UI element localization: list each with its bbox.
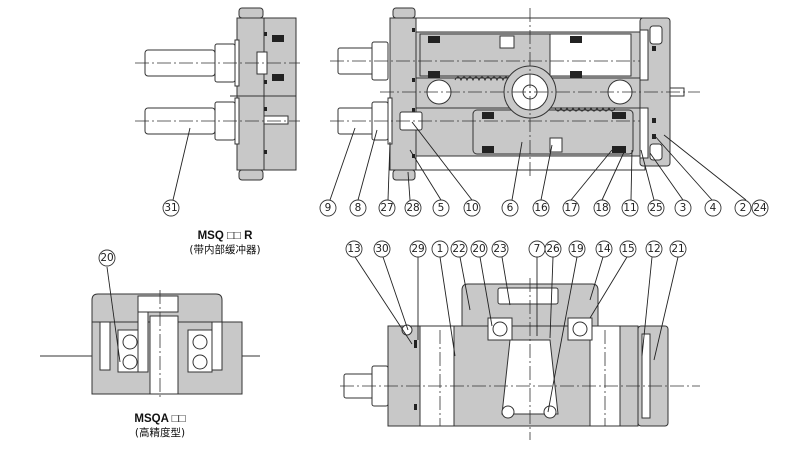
callout-30: 30	[373, 240, 391, 258]
callout-5: 5	[432, 199, 450, 217]
svg-text:28: 28	[406, 202, 419, 214]
svg-text:3: 3	[680, 202, 687, 214]
svg-text:20: 20	[100, 252, 113, 264]
callout-14: 14	[595, 240, 613, 258]
callout-3: 3	[674, 199, 692, 217]
callout-10: 10	[463, 199, 481, 217]
callouts: 31 9 8 27 28 5 10 6 16 17 18 11 25 3 4 2…	[98, 199, 769, 267]
callout-8: 8	[349, 199, 367, 217]
callout-13: 13	[345, 240, 363, 258]
svg-text:15: 15	[621, 243, 634, 255]
svg-text:22: 22	[452, 243, 465, 255]
callout-1: 1	[431, 240, 449, 258]
svg-text:9: 9	[325, 202, 332, 214]
svg-text:14: 14	[597, 243, 611, 255]
subtitle-msqa: (高精度型)	[134, 427, 186, 439]
callout-11: 11	[621, 199, 639, 217]
callout-17: 17	[562, 199, 580, 217]
body-slice	[263, 17, 297, 171]
svg-text:4: 4	[710, 202, 717, 214]
svg-text:30: 30	[375, 243, 388, 255]
rack-upper	[454, 76, 516, 82]
callout-24: 24	[751, 199, 769, 217]
callout-28: 28	[404, 199, 422, 217]
svg-text:8: 8	[355, 202, 362, 214]
subtitle-msq-r: (带内部缓冲器)	[189, 244, 261, 256]
callout-21: 21	[669, 240, 687, 258]
svg-text:23: 23	[493, 243, 506, 255]
svg-text:16: 16	[534, 202, 548, 214]
svg-text:5: 5	[438, 202, 445, 214]
callout-25: 25	[647, 199, 665, 217]
svg-text:7: 7	[534, 243, 541, 255]
svg-text:12: 12	[647, 243, 660, 255]
model-label-msq-r: MSQ □□ R	[197, 230, 253, 242]
callout-16: 16	[532, 199, 550, 217]
cap-screw-head	[238, 7, 264, 19]
callout-29: 29	[409, 240, 427, 258]
seal	[272, 35, 284, 42]
callout-15: 15	[619, 240, 637, 258]
callout-4: 4	[704, 199, 722, 217]
svg-text:17: 17	[564, 202, 577, 214]
svg-text:13: 13	[347, 243, 360, 255]
callout-22: 22	[450, 240, 468, 258]
view-msq-r-adjuster	[135, 7, 300, 181]
end-plate	[236, 17, 265, 171]
callout-9: 9	[319, 199, 337, 217]
svg-text:1: 1	[437, 243, 444, 255]
callout-19: 19	[568, 240, 586, 258]
callout-20-msqa: 20	[98, 249, 116, 267]
view-plan-section	[330, 7, 700, 181]
svg-text:2: 2	[740, 202, 747, 214]
callout-6: 6	[501, 199, 519, 217]
callout-12: 12	[645, 240, 663, 258]
svg-text:18: 18	[595, 202, 608, 214]
callout-26: 26	[544, 240, 562, 258]
callout-23: 23	[491, 240, 509, 258]
left-end-plate	[389, 17, 417, 171]
svg-text:11: 11	[623, 202, 636, 214]
caption-msqa: MSQA □□ (高精度型)	[100, 413, 220, 440]
cylinder-bore-section	[419, 325, 455, 427]
svg-text:27: 27	[380, 202, 393, 214]
svg-text:25: 25	[649, 202, 662, 214]
caption-msq-r: MSQ □□ R (带内部缓冲器)	[160, 230, 290, 257]
rack-lower	[554, 106, 616, 112]
svg-text:24: 24	[753, 202, 767, 214]
svg-text:31: 31	[164, 202, 177, 214]
callout-18: 18	[593, 199, 611, 217]
callout-20: 20	[470, 240, 488, 258]
callout-31: 31	[162, 199, 180, 217]
svg-text:21: 21	[671, 243, 684, 255]
callout-2: 2	[734, 199, 752, 217]
svg-text:20: 20	[472, 243, 485, 255]
view-front-section	[340, 278, 700, 440]
leader-lines	[106, 121, 747, 413]
callout-7: 7	[528, 240, 546, 258]
model-label-msqa: MSQA □□	[134, 413, 186, 425]
svg-text:26: 26	[546, 243, 560, 255]
svg-text:29: 29	[411, 243, 424, 255]
callout-27: 27	[378, 199, 396, 217]
svg-text:6: 6	[507, 202, 514, 214]
svg-text:19: 19	[570, 243, 583, 255]
view-msqa-detail	[40, 290, 260, 398]
svg-text:10: 10	[465, 202, 478, 214]
